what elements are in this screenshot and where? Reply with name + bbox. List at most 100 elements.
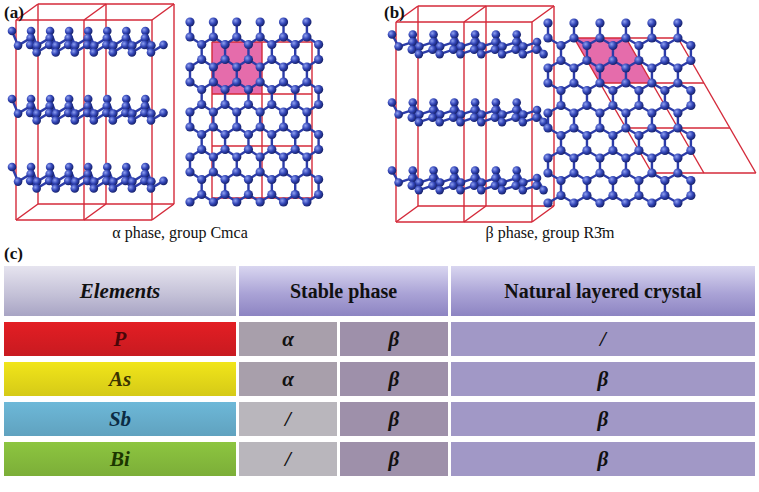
atom [267,55,276,64]
atom [532,181,541,190]
atom [209,32,218,41]
atom [491,106,500,115]
panel-label-cell: (c) [4,244,38,264]
atom [608,131,617,140]
atom [477,42,486,51]
atom [673,33,682,42]
atom [608,41,617,50]
atom [582,191,591,200]
atom [673,108,682,117]
atomic-layer [8,163,168,193]
atom [686,131,695,140]
atom [595,78,604,87]
atom [197,175,206,184]
atom [209,167,218,176]
atom [673,63,682,72]
atom [267,100,276,109]
atom [519,186,528,195]
atom [232,32,241,41]
atom [408,166,417,175]
atom [634,131,643,140]
atom [209,62,218,71]
atom [511,45,520,54]
atom [185,197,194,206]
atom [185,167,194,176]
atom [582,56,591,65]
table-cell: β [451,442,755,476]
atom [147,48,156,57]
table-cell-text: β [389,328,400,350]
atom [32,48,41,57]
atom [314,175,323,184]
atom [491,113,500,122]
atom [197,55,206,64]
atom [256,17,265,26]
atom [394,42,403,51]
atom [429,106,438,115]
atom [621,168,630,177]
atom [314,190,323,199]
panel-label: (c) [4,245,23,263]
atom [314,85,323,94]
atom [673,78,682,87]
atom [279,32,288,41]
table-cell: P [4,322,236,356]
atom [128,48,137,57]
atom [415,110,424,119]
atom [415,42,424,51]
table-cell-text: P [114,328,127,350]
atom [569,168,578,177]
atom [582,176,591,185]
atom [209,197,218,206]
atom [608,146,617,155]
atom [498,186,507,195]
atom [456,186,465,195]
atom [660,41,669,50]
atom [244,190,253,199]
atom [197,190,206,199]
unit-cell-edge [652,172,756,173]
atom [582,41,591,50]
atom [302,197,311,206]
unit-cell-edge [16,19,152,20]
atom [686,86,695,95]
table-cell-text: α [282,328,294,350]
atom [428,45,437,54]
unit-cell-highlight [212,42,262,94]
atom [408,38,417,47]
atom [450,106,459,115]
unit-cell-edge [84,4,106,20]
table-cell-text: / [600,328,606,350]
atom [14,41,23,50]
atom [449,45,458,54]
unit-cell-edge [38,3,174,4]
atom [291,175,300,184]
atom [492,30,501,39]
atom [543,18,552,27]
atom [232,167,241,176]
unit-cell-edge [532,206,554,222]
atom [197,100,206,109]
atom [32,184,41,193]
atom [477,110,486,119]
phase-caption-cell: β phase, group R3̄m [410,222,690,244]
atom [512,166,521,175]
atom [314,55,323,64]
atom [109,116,118,125]
table-cell-text: β [389,408,400,430]
unit-cell-edge [152,204,174,220]
atom [209,152,218,161]
atom [256,77,265,86]
atom [621,33,630,42]
atom [267,40,276,49]
atom [647,78,656,87]
atom [429,174,438,183]
atom [70,48,79,57]
atom [408,113,417,122]
atom [185,77,194,86]
atomic-layer [388,166,548,194]
atom [634,86,643,95]
atom [543,63,552,72]
atom [244,40,253,49]
